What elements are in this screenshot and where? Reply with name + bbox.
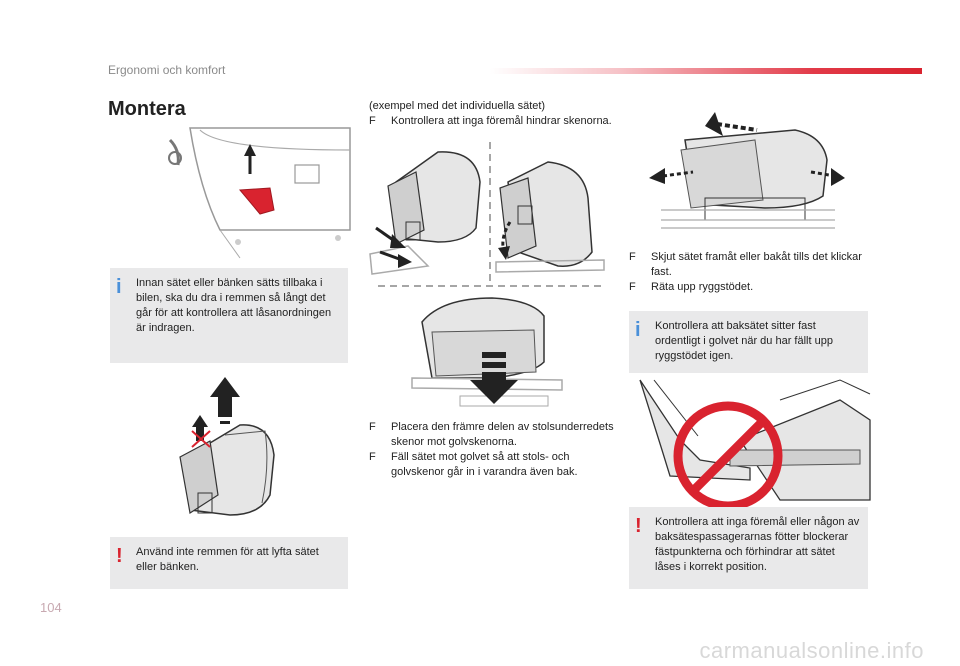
warning-icon: !: [635, 515, 642, 537]
intro-text: (exempel med det individuella sätet): [369, 100, 546, 112]
info-text: Kontrollera att baksätet sitter fast ord…: [655, 320, 833, 362]
footer-watermark: carmanualsonline.info: [699, 638, 924, 663]
illustration-foot-prohibited: [639, 379, 871, 511]
bullet-text: Kontrollera att inga föremål hindrar ske…: [391, 115, 612, 127]
page-title: Montera: [108, 98, 186, 120]
warning-box: ! Använd inte remmen för att lyfta sätet…: [110, 537, 348, 589]
info-box: i Innan sätet eller bänken sätts tillbak…: [110, 268, 348, 363]
warning-box: ! Kontrollera att inga föremål eller någ…: [629, 507, 868, 589]
checkbox-bullet-icon: F: [369, 115, 376, 127]
warning-icon: !: [116, 545, 123, 567]
warning-text: Använd inte remmen för att lyfta sätet e…: [136, 546, 319, 573]
bullet-item: F Kontrollera att inga föremål hindrar s…: [369, 114, 614, 129]
illustration-seat-rails: [369, 142, 605, 287]
section-header: Ergonomi och komfort: [108, 63, 226, 77]
bullet-item: F Fäll sätet mot golvet så att stols- oc…: [369, 450, 619, 480]
bullet-text: Fäll sätet mot golvet så att stols- och …: [391, 451, 578, 478]
illustration-seat-strap: [168, 127, 351, 259]
checkbox-bullet-icon: F: [369, 421, 376, 433]
illustration-seat-lower: [411, 297, 563, 407]
bullet-text: Skjut sätet framåt eller bakåt tills det…: [651, 251, 862, 278]
header-accent-bar: [490, 68, 922, 74]
info-icon: i: [116, 276, 122, 298]
illustration-seat-slide: [649, 112, 845, 229]
page-number: 104: [40, 600, 62, 615]
bullet-text: Räta upp ryggstödet.: [651, 281, 754, 293]
info-text: Innan sätet eller bänken sätts tillbaka …: [136, 277, 332, 334]
info-icon: i: [635, 319, 641, 341]
bullet-item: F Skjut sätet framåt eller bakåt tills d…: [629, 250, 874, 280]
warning-text: Kontrollera att inga föremål eller någon…: [655, 516, 860, 573]
info-box: i Kontrollera att baksätet sitter fast o…: [629, 311, 868, 373]
checkbox-bullet-icon: F: [629, 251, 636, 263]
illustration-seat-lift: [179, 377, 275, 516]
checkbox-bullet-icon: F: [369, 451, 376, 463]
bullet-item: F Placera den främre delen av stolsunder…: [369, 420, 619, 450]
bullet-text: Placera den främre delen av stolsunderre…: [391, 421, 614, 448]
checkbox-bullet-icon: F: [629, 281, 636, 293]
bullet-item: F Räta upp ryggstödet.: [629, 280, 874, 295]
